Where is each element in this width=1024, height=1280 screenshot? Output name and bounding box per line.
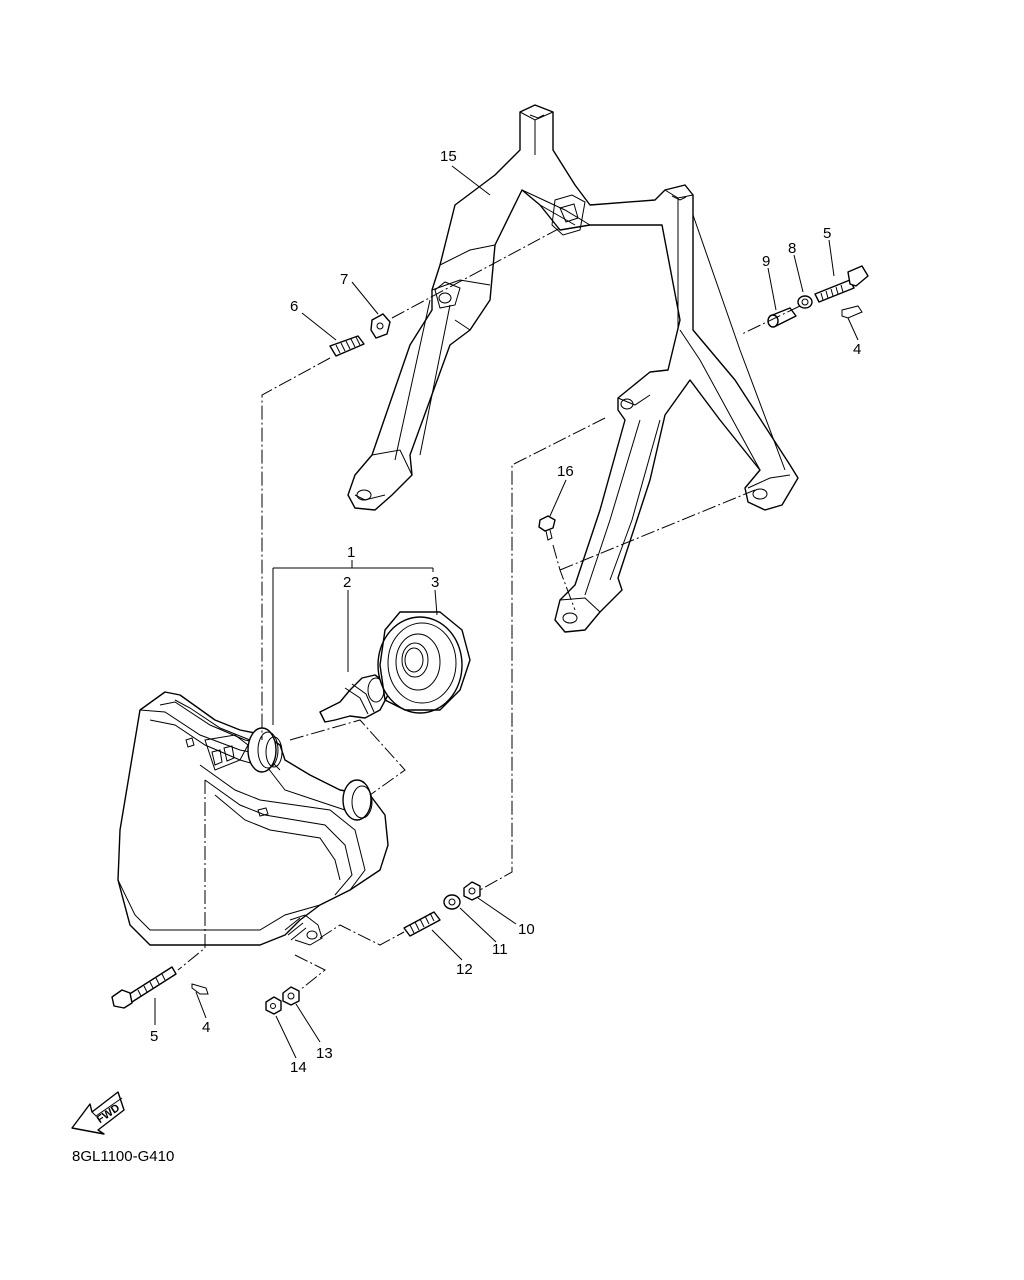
- headlight-bulb: [319, 674, 389, 723]
- bolt-5-lower: [111, 966, 177, 1009]
- nut-14: [265, 996, 282, 1015]
- nut-10: [463, 881, 481, 901]
- callout-8: 8: [788, 240, 796, 257]
- bulb-cover: [377, 611, 471, 714]
- spring-6: [329, 335, 365, 357]
- cotter-pin-4-lower: [191, 983, 209, 995]
- callout-3: 3: [431, 574, 439, 591]
- collar-9: [767, 307, 797, 328]
- callout-5-lower: 5: [150, 1028, 158, 1045]
- fwd-arrow: FWD: [71, 1091, 125, 1135]
- callout-5-upper: 5: [823, 225, 831, 242]
- bolt-5-upper: [814, 265, 869, 303]
- callout-13: 13: [316, 1045, 333, 1062]
- leader-lines: [154, 165, 859, 1059]
- callout-4-upper: 4: [853, 341, 861, 358]
- callout-11: 11: [492, 941, 508, 958]
- callout-9: 9: [762, 253, 770, 270]
- callout-6: 6: [290, 298, 298, 315]
- screw-16: [538, 515, 556, 541]
- callout-1: 1: [347, 544, 355, 561]
- spring-12: [403, 911, 441, 937]
- assembly-lines: [177, 227, 801, 991]
- callout-14: 14: [290, 1059, 307, 1076]
- headlight-stay: [347, 104, 799, 633]
- washer-8: [797, 295, 813, 309]
- callout-15: 15: [440, 148, 457, 165]
- callout-12: 12: [456, 961, 473, 978]
- callout-4-lower: 4: [202, 1019, 210, 1036]
- cotter-pin-4-upper: [841, 305, 863, 319]
- callout-10: 10: [518, 921, 535, 938]
- washer-11: [443, 894, 461, 910]
- callout-numbers: 1 2 3 4 4 5 5 6 7 8 9 10 11 12 13 14 15 …: [150, 148, 861, 1076]
- callout-7: 7: [340, 271, 348, 288]
- nut-7: [370, 313, 391, 339]
- headlight-assembly: [117, 691, 389, 946]
- diagram-code: 8GL1100-G410: [72, 1148, 174, 1165]
- callout-2: 2: [343, 574, 351, 591]
- nut-13: [282, 986, 300, 1006]
- callout-16: 16: [557, 463, 574, 480]
